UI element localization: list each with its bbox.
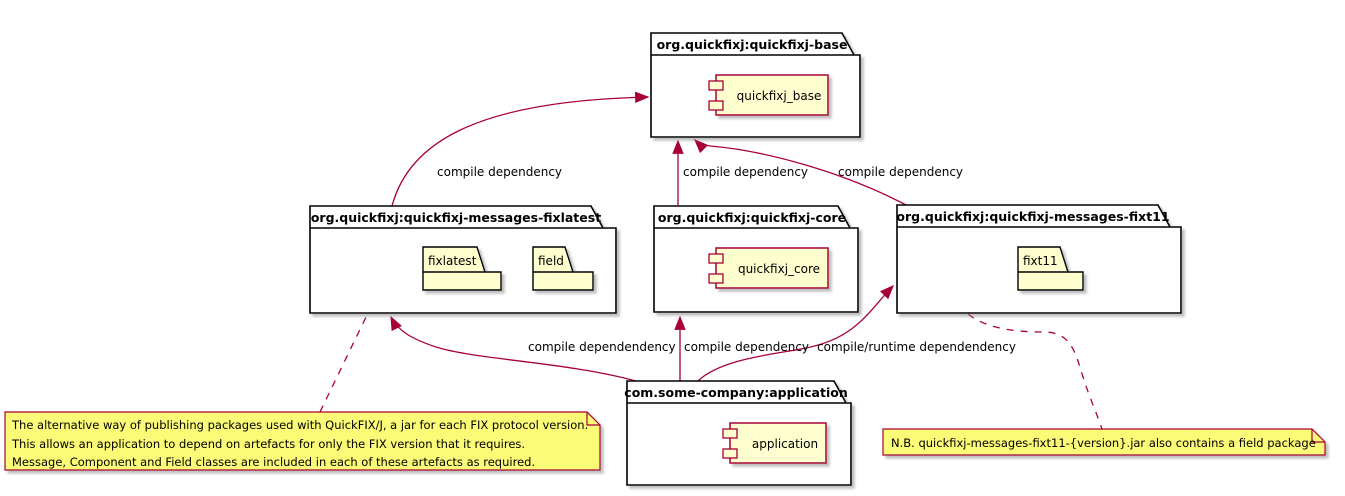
note-publishing-line2: This allows an application to depend on … (11, 437, 525, 451)
package-quickfixj-core: org.quickfixj:quickfixj-core quickfixj_c… (653, 205, 859, 313)
folder-fixt11-shape (1017, 246, 1084, 291)
edge-application-to-fixt11 (697, 284, 894, 382)
package-quickfixj-base-title: org.quickfixj:quickfixj-base (657, 37, 848, 52)
folder-field-label: field (538, 254, 564, 268)
component-application-box (729, 422, 827, 464)
component-application: application (722, 422, 827, 464)
package-application-title: com.some-company:application (624, 385, 847, 400)
edge-label-application-to-core: compile dependency (684, 340, 809, 354)
component-port-icon (708, 273, 724, 284)
package-application: com.some-company:application application (624, 380, 852, 486)
edge-label-application-to-fixlatest: compile dependendency (528, 340, 676, 354)
note-publishing-line3: Message, Component and Field classes are… (12, 455, 535, 469)
component-quickfixj-base: quickfixj_base (708, 74, 829, 116)
edge-label-fixt11-to-base: compile dependency (838, 165, 963, 179)
folder-fixlatest-label: fixlatest (428, 254, 477, 268)
package-messages-fixt11: org.quickfixj:quickfixj-messages-fixt11 … (896, 204, 1182, 314)
edge-label-fixlatest-to-base: compile dependency (437, 165, 562, 179)
edge-label-application-to-fixt11: compile/runtime dependendency (817, 340, 1016, 354)
folder-fixlatest-shape (422, 246, 502, 291)
component-port-icon (708, 100, 724, 111)
edge-fixlatest-to-base (391, 91, 650, 207)
note-fixt11-field-package-text: N.B. quickfixj-messages-fixt11-{version}… (891, 436, 1316, 450)
component-application-label: application (752, 437, 818, 451)
note-publishing-alternative: The alternative way of publishing packag… (4, 411, 601, 471)
component-port-icon (708, 253, 724, 264)
package-messages-fixt11-title: org.quickfixj:quickfixj-messages-fixt11 (896, 209, 1169, 224)
edge-label-core-to-base: compile dependency (683, 165, 808, 179)
note-fixt11-field-package-shape (882, 428, 1326, 456)
edge-application-to-fixlatest (390, 315, 637, 382)
folder-field-shape (532, 246, 594, 291)
component-quickfixj-core: quickfixj_core (708, 247, 829, 289)
package-quickfixj-core-title: org.quickfixj:quickfixj-core (658, 210, 846, 225)
folder-fixt11: fixt11 (1017, 246, 1084, 291)
component-port-icon (722, 448, 738, 459)
component-quickfixj-base-box (715, 74, 829, 116)
folder-field: field (532, 246, 594, 291)
component-quickfixj-core-label: quickfixj_core (738, 262, 820, 276)
note-fold-corner-icon (586, 412, 600, 426)
edges: compile dependency compile dependency co… (319, 91, 1103, 430)
package-quickfixj-base: org.quickfixj:quickfixj-base quickfixj_b… (650, 32, 861, 138)
folder-fixt11-label: fixt11 (1023, 254, 1058, 268)
component-quickfixj-base-label: quickfixj_base (737, 89, 822, 103)
package-messages-fixlatest-title: org.quickfixj:quickfixj-messages-fixlate… (311, 210, 601, 225)
component-quickfixj-core-box (715, 247, 829, 289)
edge-fixt11-to-base (693, 138, 909, 207)
component-port-icon (708, 80, 724, 91)
note-publishing-alternative-shape (4, 411, 601, 471)
package-messages-fixlatest: org.quickfixj:quickfixj-messages-fixlate… (309, 205, 617, 314)
note-link-right (967, 313, 1103, 430)
folder-fixlatest: fixlatest (422, 246, 502, 291)
note-fold-corner-icon (1311, 429, 1325, 443)
component-port-icon (722, 428, 738, 439)
note-fixt11-field-package: N.B. quickfixj-messages-fixt11-{version}… (882, 428, 1326, 456)
note-publishing-line1: The alternative way of publishing packag… (11, 418, 588, 432)
note-link-left (319, 314, 368, 413)
